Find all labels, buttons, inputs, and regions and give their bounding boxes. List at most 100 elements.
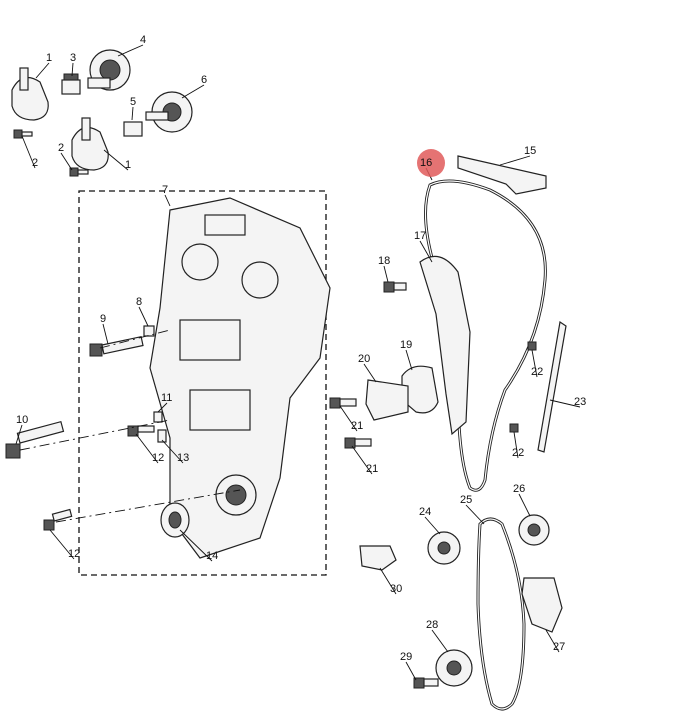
leader-line [351,445,373,475]
camshaft-sprocket-4 [87,49,131,91]
front-cover-group-box [78,190,327,576]
leader-line [531,349,538,378]
leader-line [383,265,389,283]
camshaft-position-sensor-1b [71,117,109,171]
bolt-10 [5,420,65,459]
sprocket-24 [427,531,461,565]
callout-26: 26 [513,483,525,495]
callout-9: 9 [100,313,106,325]
callout-22: 22 [512,447,524,459]
leader-line [179,529,213,562]
leader-line [21,135,36,169]
callout-2: 2 [58,142,64,154]
callout-5: 5 [130,96,136,108]
callout-17: 17 [414,230,426,242]
leader-line [135,433,159,464]
bolt-18 [383,281,407,293]
sprocket-28 [435,649,473,687]
leader-line [181,84,205,99]
callout-15: 15 [524,145,536,157]
callout-16: 16 [420,157,432,169]
callout-27: 27 [553,641,565,653]
leader-line [465,504,485,525]
seal-14 [160,502,190,538]
gasket-19 [401,365,439,414]
callout-12: 12 [152,452,164,464]
guide-23 [537,320,567,453]
solenoid-3 [61,73,81,95]
callout-20: 20 [358,353,370,365]
bolt-21b [344,437,372,449]
callout-6: 6 [201,74,207,86]
leader-line [499,155,531,166]
leader-line [103,149,129,171]
leader-line [549,399,581,408]
tensioner-27 [521,577,563,633]
callout-18: 18 [378,255,390,267]
callout-24: 24 [419,506,431,518]
callout-14: 14 [206,550,218,562]
camshaft-position-sensor-1 [11,67,49,121]
callout-29: 29 [400,651,412,663]
leader-line [49,529,75,560]
leader-line [35,62,50,79]
bolt-2b [69,167,89,177]
bolt-9 [89,335,144,357]
callout-25: 25 [460,494,472,506]
callout-19: 19 [400,339,412,351]
bolt-29 [413,677,439,689]
callout-8: 8 [136,296,142,308]
callout-3: 3 [70,52,76,64]
leader-line [71,62,74,77]
leader-line [15,424,23,445]
bolt-12b [43,508,73,531]
callout-21: 21 [351,420,363,432]
callout-23: 23 [574,396,586,408]
tensioner-20 [365,379,409,421]
leader-line [117,44,144,57]
leader-line [405,661,417,681]
leader-line [157,402,168,413]
callout-22: 22 [531,366,543,378]
sprocket-26 [518,514,550,546]
callout-1: 1 [46,52,52,64]
chain-guide-15 [457,155,547,195]
front-cover-7 [149,197,331,559]
leader-line [513,431,519,459]
leader-line [545,629,560,653]
highlight-marker [417,149,445,177]
camshaft-sprocket-6 [145,91,193,133]
dowel-13 [157,429,167,443]
leader-line [379,567,397,595]
leader-line [518,493,531,517]
callout-10: 10 [16,414,28,426]
tensioner-arm-17 [419,255,471,436]
bolt-12a [127,425,155,437]
callout-7: 7 [162,184,168,196]
dowel-11 [153,411,163,423]
leader-line [60,152,73,171]
bolt-22a [527,341,537,351]
callout-11: 11 [161,392,172,404]
leader-line [161,439,184,464]
leader-line [339,405,358,432]
leader-line [363,363,377,383]
oil-pump-chain-25 [476,517,526,711]
callout-2: 2 [32,157,38,169]
bolt-2a [13,129,33,139]
leader-line [164,194,171,207]
leader-line [102,323,109,345]
leader-line [138,306,149,327]
leader-line [405,349,413,371]
callout-12: 12 [68,548,80,560]
leader-line [424,516,441,535]
leader-line [419,240,433,263]
callout-1: 1 [125,159,131,171]
callout-28: 28 [426,619,438,631]
leader-line [431,629,449,653]
dowel-8 [143,325,155,337]
sensor-30 [359,545,397,571]
callout-21: 21 [366,463,378,475]
